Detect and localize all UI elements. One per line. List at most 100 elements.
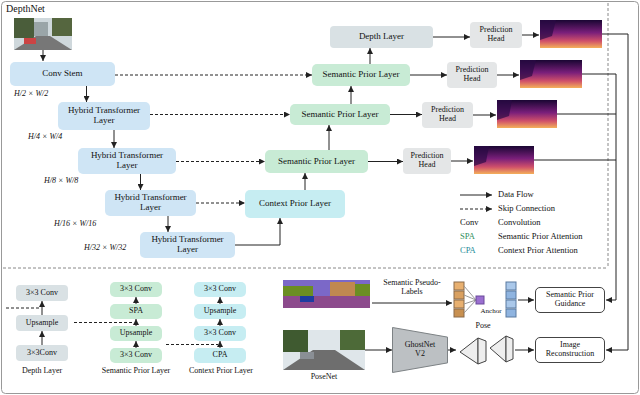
- flow-arrow: [329, 125, 330, 150]
- camera-frustum-part: [490, 336, 506, 362]
- skip-arrow: [176, 161, 265, 162]
- caption-label: Semantic Pseudo-Labels: [374, 279, 450, 297]
- anchor-grid-part: [454, 309, 464, 317]
- camera-frustum-part: [478, 338, 486, 364]
- data-flow-wire-part: [43, 50, 44, 61]
- skip-wire-part: [166, 344, 218, 345]
- prediction-head: Prediction Head: [470, 22, 522, 48]
- flow-arrow: [368, 161, 403, 162]
- encoder-box: Conv Stem: [10, 62, 115, 86]
- legend-text: Skip Connection: [498, 204, 555, 213]
- anchor-grid-part: [454, 300, 464, 308]
- skip-arrow: [196, 203, 245, 204]
- node-text: Prediction Head: [451, 66, 493, 84]
- legend-sample: [460, 195, 492, 209]
- node-text: Conv Stem: [42, 69, 82, 79]
- camera-frustum-part: [506, 336, 513, 362]
- flow-arrow: [220, 297, 221, 304]
- segmentation-image-part: [355, 284, 370, 296]
- node-text: Upsample: [120, 329, 152, 338]
- context-box: Context Prior Layer: [245, 190, 345, 218]
- caption-label: Anchor: [476, 308, 506, 316]
- node-text: Prediction Head: [407, 152, 447, 170]
- anchor-grid-part: [506, 309, 516, 317]
- flow-arrow: [136, 319, 137, 326]
- flow-arrow: [42, 331, 43, 345]
- scale-label: H/2 × W/2: [14, 90, 64, 99]
- caption-label: CPA: [460, 246, 496, 255]
- anchor-grid-part: [464, 286, 476, 300]
- node-text: 3×3 Conv: [26, 289, 58, 298]
- semantic-box: Semantic Prior Layer: [265, 150, 368, 173]
- anchor-grid-part: [464, 295, 476, 300]
- encoder-box: Hybrid Transformer Layer: [78, 148, 176, 174]
- anchor-grid-part: [454, 291, 464, 299]
- depth-map-part: [520, 60, 582, 88]
- caption-label: Context Prior Layer: [178, 367, 264, 376]
- flow-arrow: [140, 174, 141, 190]
- semantic-box: 3×3 Conv: [110, 348, 162, 363]
- anchor-grid-part: [506, 300, 516, 308]
- skip-arrow: [150, 114, 290, 115]
- prediction-head: Prediction Head: [447, 62, 497, 88]
- trapezoid-shape: [393, 328, 448, 373]
- data-flow-wire-part: [365, 350, 392, 351]
- depth-map-part: [540, 20, 556, 40]
- depth-map-part: [497, 100, 557, 128]
- anchor-grid-part: [454, 282, 464, 290]
- flow-arrow: [136, 297, 137, 304]
- node-text: Depth Layer: [359, 32, 404, 42]
- node-text: Semantic Prior Guidance: [540, 291, 600, 309]
- flow-arrow: [390, 114, 422, 115]
- posenet-image: [283, 330, 365, 370]
- flow-arrow: [114, 130, 115, 148]
- input-image: [14, 18, 72, 50]
- node-text: Context Prior Layer: [259, 199, 331, 209]
- flow-arrow: [220, 319, 221, 326]
- scale-label: H/8 × W/8: [44, 177, 94, 186]
- legend-sample-part: [460, 209, 492, 210]
- node-text: Upsample: [26, 319, 58, 328]
- encoder-box: Hybrid Transformer Layer: [105, 190, 196, 216]
- context-box: 3×3 Conv: [194, 282, 246, 297]
- flow-arrow: [433, 37, 470, 38]
- caption-label: Semantic Prior Layer: [94, 367, 178, 376]
- prediction-head: Prediction Head: [403, 148, 451, 174]
- flow-arrow: [86, 86, 87, 102]
- segmentation-image: [283, 280, 370, 308]
- legend-text: Convolution: [498, 218, 541, 227]
- encoder-box: Hybrid Transformer Layer: [140, 232, 235, 258]
- data-flow-wire-part: [497, 75, 519, 76]
- segmentation-image-part: [283, 296, 370, 308]
- node-text: 3×3 Conv: [120, 285, 152, 294]
- anchor-grid: [454, 282, 516, 317]
- node-text: Prediction Head: [426, 106, 469, 124]
- data-flow-wire-part: [602, 34, 628, 350]
- input-image-part: [14, 36, 72, 50]
- node-text: Image Reconstruction: [540, 341, 600, 359]
- data-flow-wire-part: [451, 161, 473, 162]
- posenet-image-part: [300, 352, 314, 359]
- input-image-part: [24, 38, 36, 44]
- network-trapezoid: GhostNet V2: [392, 327, 448, 373]
- node-text: Hybrid Transformer Layer: [144, 235, 231, 255]
- segmentation-image-part: [300, 296, 314, 302]
- semantic-box: Semantic Prior Layer: [290, 104, 390, 125]
- flow-arrow: [220, 341, 221, 348]
- scale-label: H/16 × W/16: [54, 220, 110, 229]
- depth-map-part: [474, 146, 489, 166]
- context-box: 3×3 Conv: [194, 326, 246, 341]
- flow-arrow: [410, 75, 447, 76]
- caption-label: Depth Layer: [0, 367, 84, 376]
- data-flow-wire-part: [372, 303, 452, 304]
- scale-label: H/4 × W/4: [28, 133, 78, 142]
- data-flow-wire-part: [522, 35, 539, 36]
- semantic-box: Upsample: [110, 326, 162, 341]
- caption-label: SPA: [460, 232, 496, 241]
- flow-arrow: [42, 301, 43, 315]
- camera-frustum: [460, 336, 513, 364]
- panel-frame-part: [3, 268, 608, 269]
- node-text: Prediction Head: [474, 26, 518, 44]
- layer-box: 3×3Conv: [16, 345, 68, 361]
- node-text: SPA: [129, 307, 143, 316]
